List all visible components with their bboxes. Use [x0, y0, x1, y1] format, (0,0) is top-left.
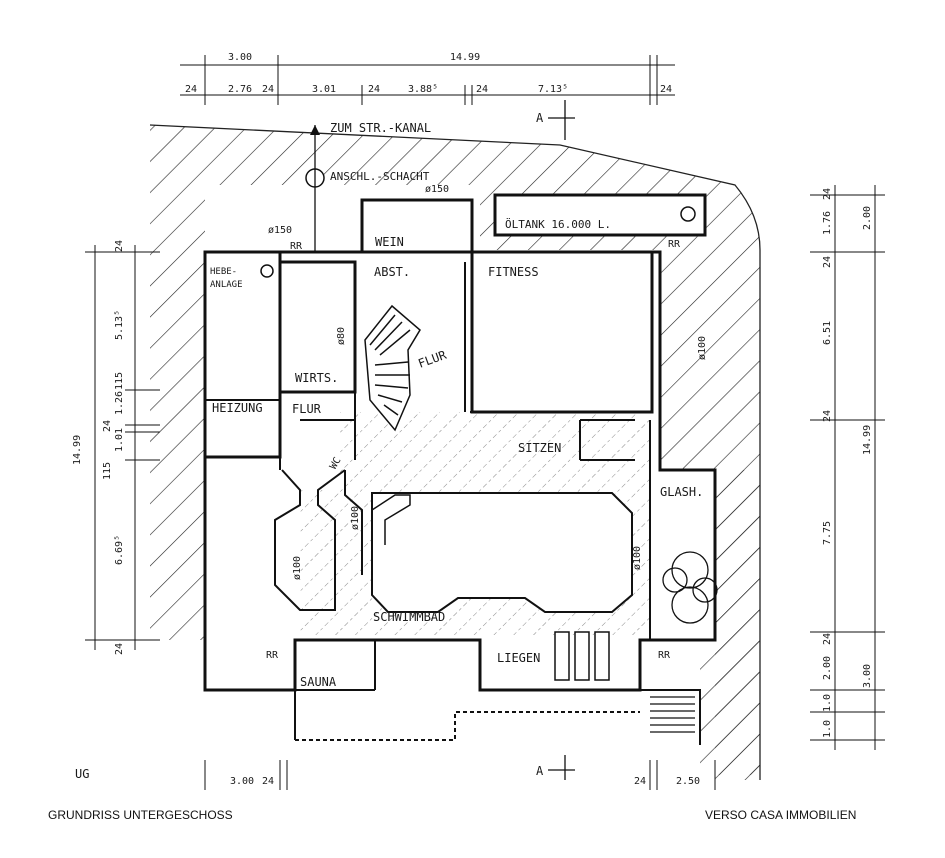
rr-label-3: RR: [266, 650, 279, 661]
room-sitzen: SITZEN: [518, 441, 561, 455]
dim-left-115-a: 115: [114, 372, 125, 390]
dim-left-1-01: 1.01: [114, 428, 125, 452]
staircase: [364, 304, 421, 432]
dim-top-24-e: 24: [660, 84, 672, 95]
dimension-lines-right: [810, 185, 885, 750]
dim-right-24-d: 24: [822, 633, 833, 645]
section-mark-bottom: A: [536, 764, 544, 778]
dim-right-24-a: 24: [822, 188, 833, 200]
sewer-arrow-icon: [310, 125, 320, 135]
dim-top-3-88: 3.88⁵: [408, 84, 438, 95]
room-fitness: FITNESS: [488, 265, 539, 279]
earth-boundary-line: [149, 124, 761, 780]
pool-steps: [371, 494, 411, 545]
pipe-d100-4: ø100: [292, 556, 303, 580]
room-hebeanlage-2: ANLAGE: [210, 280, 243, 290]
interior-walls: [205, 262, 701, 745]
dim-bottom-2-50: 2.50: [676, 776, 700, 787]
dim-top-24-c: 24: [368, 84, 380, 95]
dim-top-24-a: 24: [185, 84, 197, 95]
dim-left-115-b: 115: [102, 462, 113, 480]
dim-bottom-24-a: 24: [262, 776, 274, 787]
dim-right-24-c: 24: [822, 410, 833, 422]
dim-left-6-69: 6.69⁵: [114, 535, 125, 565]
floor-level-label: UG: [75, 767, 89, 781]
pipe-d150-b: ø150: [268, 225, 292, 236]
room-abst: ABST.: [374, 265, 410, 279]
manhole-label: ANSCHL.-SCHACHT: [330, 170, 430, 183]
dim-right-7-75: 7.75: [822, 521, 833, 545]
dim-right-24-b: 24: [822, 256, 833, 268]
room-sauna: SAUNA: [300, 675, 337, 689]
dim-right-1-0-b: 1.0: [822, 720, 833, 738]
dim-top-3-00: 3.00: [228, 52, 252, 63]
rr-label-1: RR: [290, 241, 303, 252]
room-wirts: WIRTS.: [295, 371, 338, 385]
dim-left-5-13: 5.13⁵: [114, 310, 125, 340]
section-line: [548, 100, 575, 780]
plan-caption: GRUNDRISS UNTERGESCHOSS: [48, 808, 233, 822]
dim-bottom-24-b: 24: [634, 776, 646, 787]
dimension-lines-top: [180, 55, 675, 105]
dim-top-24-b: 24: [262, 84, 274, 95]
dim-bottom-3-00: 3.00: [230, 776, 254, 787]
dim-left-24-c: 24: [114, 643, 125, 655]
earth-hatching: [150, 125, 760, 780]
rr-label-4: RR: [658, 650, 671, 661]
room-wein: WEIN: [375, 235, 404, 249]
glasshouse-plants: [662, 551, 718, 624]
room-liegen: LIEGEN: [497, 651, 540, 665]
swimming-pool: [371, 492, 633, 613]
dim-right-2-00: 2.00: [862, 206, 873, 230]
room-hebeanlage-1: HEBE-: [210, 267, 237, 277]
dim-right-14-99: 14.99: [862, 425, 873, 455]
room-flur-left: FLUR: [292, 402, 322, 416]
oil-tank-fill-icon: [680, 206, 696, 222]
dim-top-2-76: 2.76: [228, 84, 252, 95]
room-schwimmbad: SCHWIMMBAD: [373, 610, 445, 624]
agency-caption: VERSO CASA IMMOBILIEN: [705, 808, 857, 822]
dim-right-6-51: 6.51: [822, 321, 833, 345]
dim-left-24-a: 24: [114, 240, 125, 252]
dim-top-14-99: 14.99: [450, 52, 480, 63]
dim-right-2-00-b: 2.00: [822, 656, 833, 680]
dim-left-1-26: 1.26: [114, 391, 125, 415]
rr-label-2: RR: [668, 239, 681, 250]
dim-left-14-99: 14.99: [72, 435, 83, 465]
dim-left-24-b: 24: [102, 420, 113, 432]
pipe-d80: ø80: [336, 327, 347, 345]
room-oeltank: ÖLTANK 16.000 L.: [505, 218, 611, 231]
dim-right-1-0-a: 1.0: [822, 694, 833, 712]
dim-top-24-d: 24: [476, 84, 488, 95]
pipe-d100-3: ø100: [632, 546, 643, 570]
dim-top-7-13: 7.13⁵: [538, 84, 568, 95]
dimension-lines-bottom: [204, 760, 716, 790]
dimension-lines-left: [85, 245, 160, 650]
lift-pump-icon: [260, 264, 274, 278]
section-mark-top: A: [536, 111, 544, 125]
liegen-loungers: [554, 631, 610, 681]
room-glash: GLASH.: [660, 485, 703, 499]
sewer-label: ZUM STR.-KANAL: [330, 121, 431, 135]
pipe-d100-2: ø100: [350, 506, 361, 530]
exterior-steps: [650, 689, 695, 733]
dim-right-3-00: 3.00: [862, 664, 873, 688]
pipe-d150-a: ø150: [425, 184, 449, 195]
dim-right-1-76: 1.76: [822, 211, 833, 235]
room-wc: WC: [328, 456, 344, 472]
room-heizung: HEIZUNG: [212, 401, 263, 415]
pipe-d100-1: ø100: [697, 336, 708, 360]
dim-top-3-01: 3.01: [312, 84, 336, 95]
